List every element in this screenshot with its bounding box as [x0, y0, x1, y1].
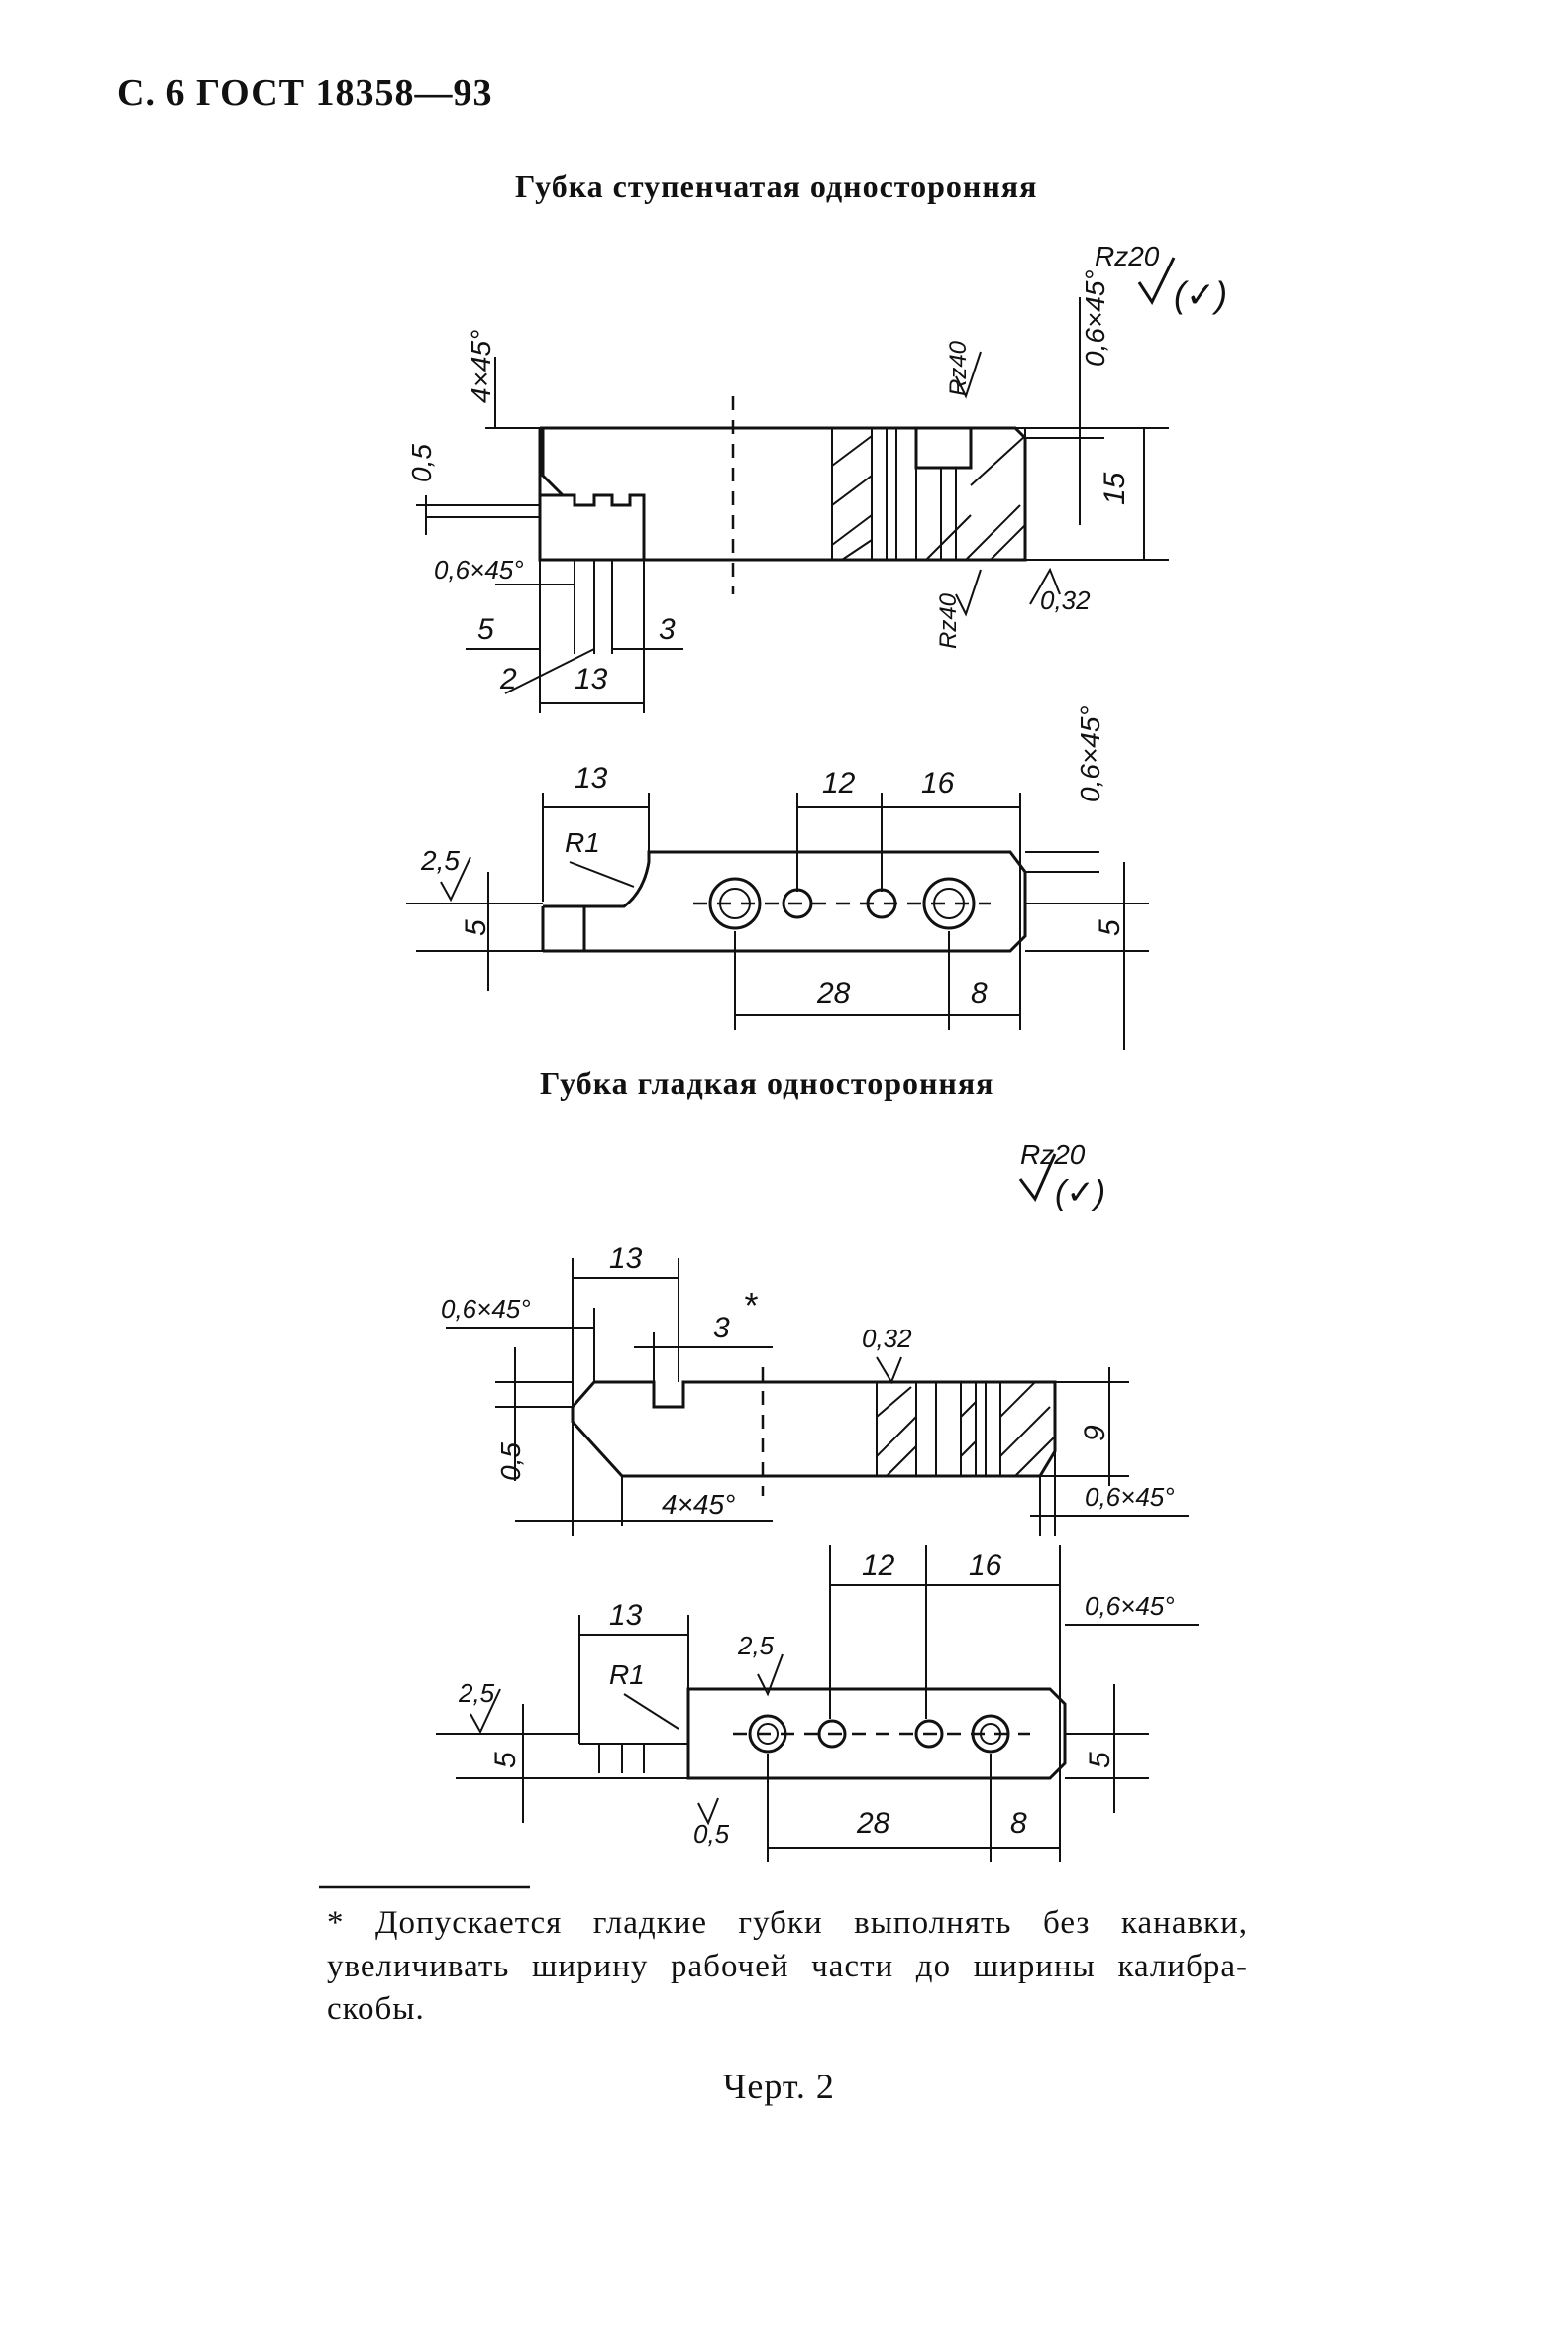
- page-header: С. 6 ГОСТ 18358—93: [117, 72, 493, 114]
- s2-plan-dim-8: 8: [1010, 1807, 1027, 1840]
- plan-radius: R1: [565, 827, 600, 858]
- s2-plan-ra-25-top: 2,5: [737, 1631, 775, 1660]
- s2-plan-radius: R1: [609, 1659, 645, 1690]
- s2-chamfer-right: 0,6×45°: [1085, 1482, 1175, 1512]
- rz40-bottom: Rz40: [935, 592, 962, 649]
- plan-chamfer-right: 0,6×45°: [1075, 705, 1105, 802]
- plan-ra-25: 2,5: [420, 845, 460, 876]
- s2-dim-9: 9: [1079, 1425, 1111, 1441]
- plan-dim-13: 13: [575, 762, 608, 795]
- roughness-paren-icon: (✓): [1174, 274, 1227, 315]
- plan-dim-28: 28: [816, 977, 851, 1010]
- s2-chamfer-left: 0,6×45°: [441, 1294, 531, 1324]
- s2-plan-dim-28: 28: [856, 1807, 890, 1840]
- plan-dim-16: 16: [921, 767, 955, 799]
- footnote: * Допускается гладкие губки выполнять бе…: [327, 1905, 1248, 2028]
- dim-5: 5: [477, 613, 494, 646]
- dim-3: 3: [659, 613, 676, 646]
- s2-asterisk: *: [743, 1285, 758, 1326]
- stepped-jaw-plan-view: 13 12 16 0,6×45° 5 5 2,5 R1 28 8: [406, 705, 1149, 1050]
- dim-chamfer-top: 4×45°: [466, 330, 496, 403]
- s2-plan-ra-05: 0,5: [693, 1819, 730, 1849]
- ra-032: 0,32: [1040, 585, 1091, 615]
- roughness-check-icon: [1137, 257, 1176, 306]
- s2-plan-dim-5-right: 5: [1084, 1752, 1116, 1768]
- s2-dim-3: 3: [713, 1312, 730, 1344]
- smooth-jaw-side-view: Rz20 (✓) 13 0,6×45° 3 * 0,32: [441, 1139, 1189, 1536]
- dim-chamfer-right: 0,6×45°: [1080, 269, 1110, 367]
- dim-13: 13: [575, 663, 608, 695]
- dim-05: 0,5: [406, 444, 437, 482]
- s2-dim-05: 0,5: [495, 1442, 526, 1481]
- s2-plan-dim-13: 13: [609, 1599, 643, 1632]
- section-title-smooth: Губка гладкая односторонняя: [540, 1065, 994, 1101]
- smooth-jaw-plan-view: 12 16 0,6×45° 13 2,5 R1 2,5 5 5 0,5 28 8: [436, 1545, 1199, 1862]
- figure-caption: Черт. 2: [723, 2067, 835, 2106]
- plan-dim-5-left: 5: [460, 919, 492, 936]
- stepped-jaw-side-view: Rz20 (✓) 4×45° 0,5 0,6×45° 5 2 13 3: [406, 241, 1227, 713]
- roughness-paren-icon-2: (✓): [1055, 1174, 1105, 1212]
- plan-dim-8: 8: [971, 977, 988, 1010]
- dim-chamfer-small: 0,6×45°: [434, 555, 524, 585]
- s2-dim-13: 13: [609, 1242, 643, 1275]
- s2-plan-ra-25-left: 2,5: [458, 1678, 495, 1708]
- dim-15: 15: [1098, 472, 1131, 505]
- rz40-top: Rz40: [945, 340, 972, 396]
- s2-plan-dim-12: 12: [862, 1549, 895, 1582]
- roughness-label-2: Rz20: [1020, 1139, 1086, 1170]
- dim-2: 2: [499, 663, 517, 695]
- s2-plan-dim-16: 16: [969, 1549, 1002, 1582]
- roughness-label-1: Rz20: [1095, 241, 1160, 271]
- s2-ra-032: 0,32: [862, 1324, 912, 1353]
- s2-plan-dim-5-left: 5: [489, 1752, 522, 1768]
- plan-dim-5-right: 5: [1094, 919, 1126, 936]
- plan-dim-12: 12: [822, 767, 856, 799]
- s2-chamfer-bottom: 4×45°: [662, 1489, 735, 1520]
- section-title-stepped: Губка ступенчатая односторонняя: [515, 168, 1038, 204]
- s2-plan-chamfer-right: 0,6×45°: [1085, 1591, 1175, 1621]
